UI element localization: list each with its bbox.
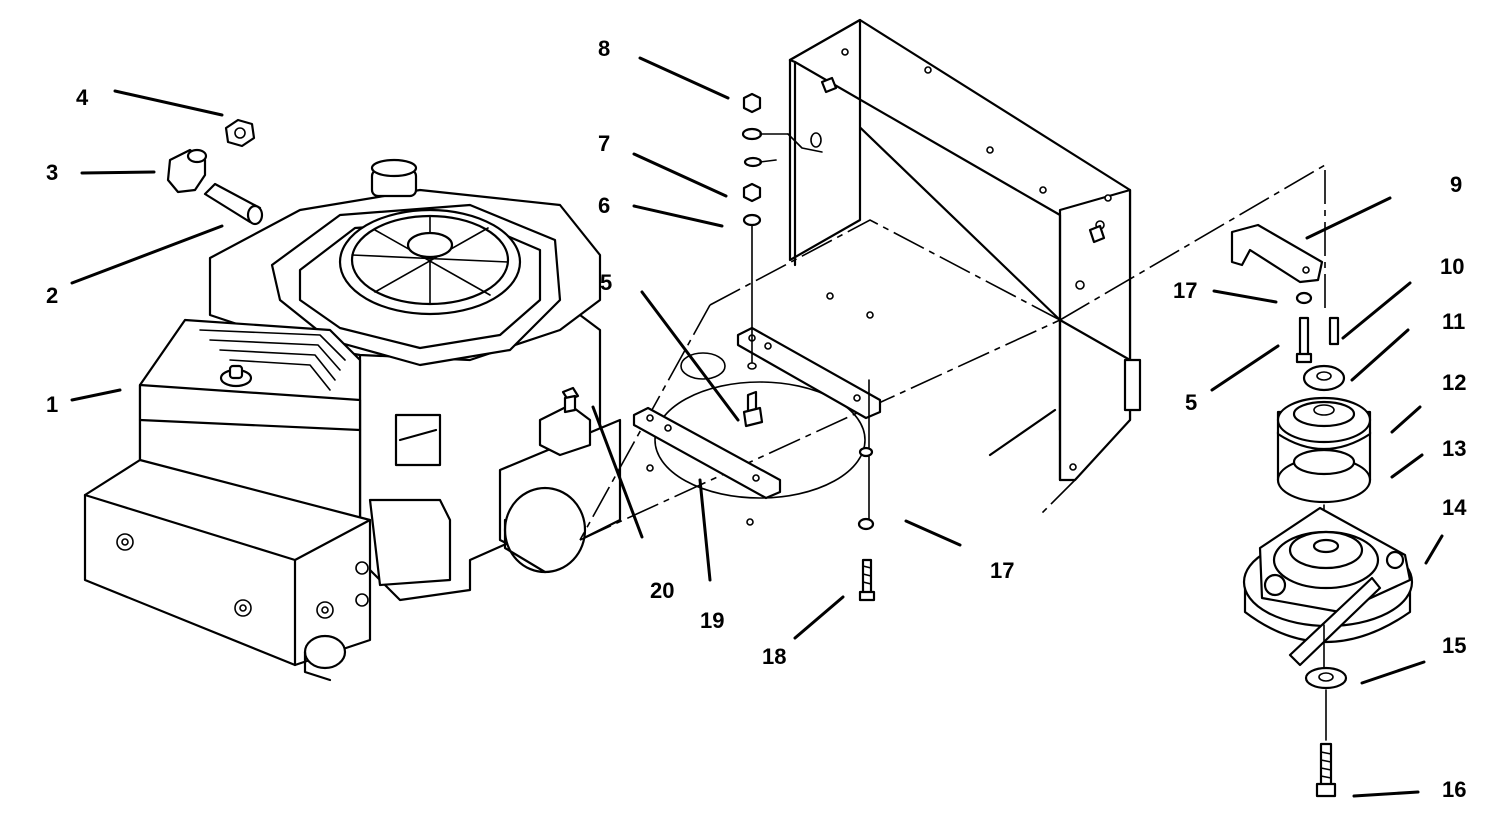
- callout-6: 6: [598, 193, 610, 218]
- callout-9: 9: [1450, 172, 1462, 197]
- lower-bolt-set: [857, 379, 876, 602]
- callout-14: 14: [1442, 495, 1467, 520]
- bolt-5b: [1298, 316, 1310, 358]
- callout-13: 13: [1442, 436, 1466, 461]
- callout-18: 18: [762, 644, 786, 669]
- clutch-assembly: [1230, 223, 1414, 798]
- bolt-16: [1319, 742, 1333, 788]
- callout-15: 15: [1442, 633, 1466, 658]
- stud-20: [561, 386, 580, 414]
- callout-4: 4: [76, 85, 89, 110]
- callout-11: 11: [1442, 309, 1465, 334]
- bracket-9: [1230, 223, 1324, 284]
- leader-lines: [70, 56, 1444, 798]
- washer-17: [857, 517, 875, 531]
- callout-17a: 17: [1173, 278, 1197, 303]
- hardware-stack: [741, 92, 823, 370]
- callout-5b: 5: [1185, 390, 1197, 415]
- mount-bar-19: [736, 326, 882, 420]
- engine: [83, 158, 622, 682]
- callout-12: 12: [1442, 370, 1466, 395]
- bolt-18: [861, 558, 873, 596]
- callout-5a: 5: [600, 270, 612, 295]
- callout-2: 2: [46, 283, 58, 308]
- key-10: [1328, 316, 1340, 346]
- nut-7: [742, 182, 762, 203]
- callout-labels: 1 2 3 4 5 5 6 7 8 9 10 11 12 13 14 15 16…: [46, 36, 1467, 802]
- fitting-parts: [166, 118, 264, 226]
- washer-6: [742, 213, 762, 227]
- callout-10: 10: [1440, 254, 1464, 279]
- mounting-platform: [579, 163, 1326, 541]
- callout-17b: 17: [990, 558, 1014, 583]
- callout-16: 16: [1442, 777, 1466, 802]
- callout-8: 8: [598, 36, 610, 61]
- frame-bracket: [788, 18, 1142, 482]
- callout-19: 19: [700, 608, 724, 633]
- nut-8: [742, 92, 762, 114]
- callout-20: 20: [650, 578, 674, 603]
- callout-1: 1: [46, 392, 58, 417]
- callout-7: 7: [598, 131, 610, 156]
- callout-3: 3: [46, 160, 58, 185]
